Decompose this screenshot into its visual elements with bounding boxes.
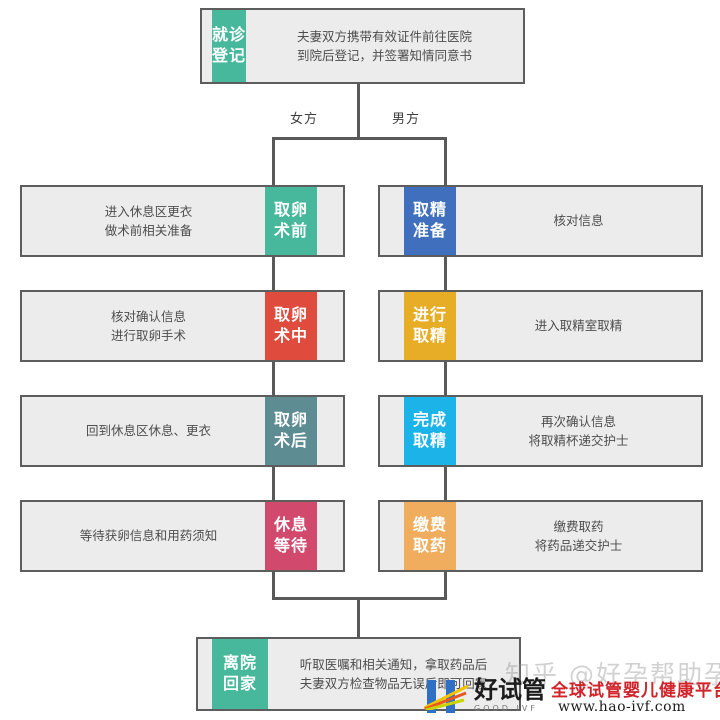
end-tag-line-2: 回家 bbox=[222, 674, 257, 693]
brand-website: www.hao-ivf.com bbox=[558, 699, 686, 715]
female-4-tag: 休息 等待 bbox=[265, 502, 317, 570]
branch-label-female: 女方 bbox=[290, 112, 319, 127]
male-3-desc: 再次确认信息 将取精杯递交护士 bbox=[456, 397, 701, 465]
start-spacer bbox=[202, 10, 212, 82]
connector-start-down bbox=[357, 84, 360, 139]
male-3-tag-line-1: 完成 bbox=[412, 410, 447, 430]
female-2-tag: 取卵 术中 bbox=[265, 292, 317, 360]
connector-female-trunk bbox=[272, 137, 275, 600]
female-2-desc-line-1: 核对确认信息 bbox=[110, 308, 186, 324]
start-tag: 就诊 登记 bbox=[212, 10, 246, 82]
male-3-desc-line-2: 将取精杯递交护士 bbox=[528, 433, 629, 448]
end-spacer-lead bbox=[198, 639, 212, 709]
end-desc: 听取医嘱和相关通知，拿取药品后 夫妻双方检查物品无误后即可回家 bbox=[268, 639, 519, 709]
male-4-desc-line-2: 将药品递交护士 bbox=[534, 538, 623, 553]
female-3-desc-line-1: 回到休息区休息、更衣 bbox=[85, 423, 211, 439]
node-male-3[interactable]: 完成 取精 再次确认信息 将取精杯递交护士 bbox=[378, 395, 703, 467]
male-3-desc-line-1: 再次确认信息 bbox=[540, 413, 616, 429]
female-1-desc-line-1: 进入休息区更衣 bbox=[104, 203, 193, 219]
male-4-tag: 缴费 取药 bbox=[404, 502, 456, 570]
male-2-tag: 进行 取精 bbox=[404, 292, 456, 360]
logo-name-en: GOOD IVF bbox=[474, 703, 538, 713]
start-desc: 夫妻双方携带有效证件前往医院 到院后登记，并签署知情同意书 bbox=[246, 10, 523, 82]
female-2-tag-line-2: 术中 bbox=[273, 326, 308, 345]
node-female-4[interactable]: 等待获卵信息和用药须知 休息 等待 bbox=[20, 500, 345, 572]
female-2-spacer-lead bbox=[22, 292, 32, 360]
branch-label-male: 男方 bbox=[392, 112, 421, 127]
end-tag-line-1: 离院 bbox=[222, 653, 257, 673]
female-3-tag: 取卵 术后 bbox=[265, 397, 317, 465]
male-1-tag: 取精 准备 bbox=[404, 187, 456, 255]
brand-logo: 好试管 GOOD IVF bbox=[424, 676, 546, 714]
end-tag: 离院 回家 bbox=[212, 639, 268, 709]
male-1-spacer-lead bbox=[380, 187, 404, 255]
male-2-desc: 进入取精室取精 bbox=[456, 292, 701, 360]
female-4-desc-line-1: 等待获卵信息和用药须知 bbox=[79, 528, 218, 544]
node-male-2[interactable]: 进行 取精 进入取精室取精 bbox=[378, 290, 703, 362]
female-2-desc-line-2: 进行取卵手术 bbox=[110, 328, 186, 343]
female-2-tag-line-1: 取卵 bbox=[273, 305, 308, 325]
male-1-desc: 核对信息 bbox=[456, 187, 701, 255]
female-3-spacer-tail bbox=[317, 397, 343, 465]
male-4-desc: 缴费取药 将药品递交护士 bbox=[456, 502, 701, 570]
male-4-spacer-lead bbox=[380, 502, 404, 570]
female-3-spacer-lead bbox=[22, 397, 32, 465]
logo-bar-left bbox=[427, 680, 436, 713]
male-4-tag-line-2: 取药 bbox=[412, 536, 447, 555]
female-1-tag-line-2: 术前 bbox=[273, 221, 308, 240]
female-1-spacer-lead bbox=[22, 187, 32, 255]
male-1-tag-line-1: 取精 bbox=[412, 200, 447, 220]
node-female-3[interactable]: 回到休息区休息、更衣 取卵 术后 bbox=[20, 395, 345, 467]
female-2-spacer-tail bbox=[317, 292, 343, 360]
start-tag-line-2: 登记 bbox=[212, 46, 247, 65]
logo-text-block: 好试管 GOOD IVF bbox=[474, 674, 546, 713]
female-1-tag-line-1: 取卵 bbox=[273, 200, 308, 220]
female-4-tag-line-2: 等待 bbox=[273, 536, 308, 555]
node-male-1[interactable]: 取精 准备 核对信息 bbox=[378, 185, 703, 257]
start-desc-line-1: 夫妻双方携带有效证件前往医院 bbox=[296, 28, 472, 44]
male-3-spacer-lead bbox=[380, 397, 404, 465]
connector-male-trunk bbox=[444, 137, 447, 600]
female-2-desc: 核对确认信息 进行取卵手术 bbox=[32, 292, 265, 360]
male-2-spacer-lead bbox=[380, 292, 404, 360]
male-1-tag-line-2: 准备 bbox=[412, 221, 447, 240]
start-tag-line-1: 就诊 bbox=[212, 25, 247, 45]
brand-slogan: 全球试管婴儿健康平台 bbox=[551, 681, 720, 701]
logo-name-cn: 好试管 bbox=[474, 674, 546, 704]
node-end[interactable]: 离院 回家 听取医嘱和相关通知，拿取药品后 夫妻双方检查物品无误后即可回家 bbox=[196, 637, 521, 711]
female-4-desc: 等待获卵信息和用药须知 bbox=[32, 502, 265, 570]
end-desc-line-1: 听取医嘱和相关通知，拿取药品后 bbox=[299, 656, 488, 672]
male-4-desc-line-1: 缴费取药 bbox=[553, 518, 604, 534]
end-desc-line-2: 夫妻双方检查物品无误后即可回家 bbox=[299, 676, 488, 691]
male-2-tag-line-1: 进行 bbox=[412, 305, 447, 325]
male-1-desc-line-1: 核对信息 bbox=[553, 213, 604, 229]
female-4-spacer-lead bbox=[22, 502, 32, 570]
logo-mark-icon bbox=[424, 676, 470, 714]
node-start[interactable]: 就诊 登记 夫妻双方携带有效证件前往医院 到院后登记，并签署知情同意书 bbox=[200, 8, 525, 84]
male-4-tag-line-1: 缴费 bbox=[412, 515, 447, 535]
female-1-spacer-tail bbox=[317, 187, 343, 255]
female-1-tag: 取卵 术前 bbox=[265, 187, 317, 255]
node-female-2[interactable]: 核对确认信息 进行取卵手术 取卵 术中 bbox=[20, 290, 345, 362]
zhihu-watermark: 知乎 @好孕帮助孕医生 bbox=[505, 660, 720, 689]
male-3-tag: 完成 取精 bbox=[404, 397, 456, 465]
node-female-1[interactable]: 进入休息区更衣 做术前相关准备 取卵 术前 bbox=[20, 185, 345, 257]
female-3-tag-line-2: 术后 bbox=[273, 431, 308, 450]
logo-ray-icon bbox=[424, 684, 469, 710]
start-desc-line-2: 到院后登记，并签署知情同意书 bbox=[296, 48, 472, 63]
logo-bar-right bbox=[446, 680, 455, 713]
connector-merge-down bbox=[357, 597, 360, 637]
node-male-4[interactable]: 缴费 取药 缴费取药 将药品递交护士 bbox=[378, 500, 703, 572]
female-4-spacer-tail bbox=[317, 502, 343, 570]
female-4-tag-line-1: 休息 bbox=[273, 515, 308, 535]
male-2-tag-line-2: 取精 bbox=[412, 326, 447, 345]
male-2-desc-line-1: 进入取精室取精 bbox=[534, 318, 623, 334]
connector-split-bar bbox=[272, 137, 447, 140]
female-1-desc-line-2: 做术前相关准备 bbox=[104, 223, 193, 238]
female-3-tag-line-1: 取卵 bbox=[273, 410, 308, 430]
female-1-desc: 进入休息区更衣 做术前相关准备 bbox=[32, 187, 265, 255]
female-3-desc: 回到休息区休息、更衣 bbox=[32, 397, 265, 465]
male-3-tag-line-2: 取精 bbox=[412, 431, 447, 450]
